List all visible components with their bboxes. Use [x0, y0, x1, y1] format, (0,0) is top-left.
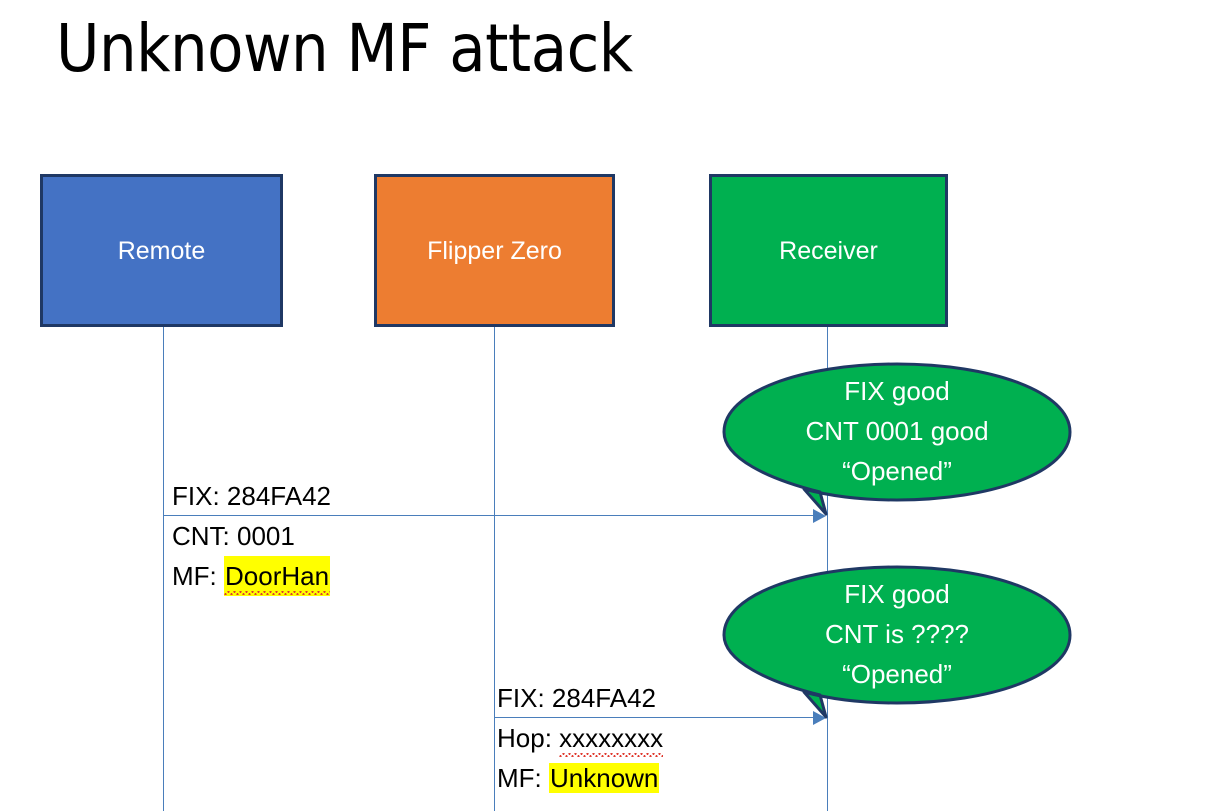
- message-line-label: MF:: [497, 763, 542, 793]
- message-line-value: 284FA42: [226, 481, 331, 511]
- actor-box-receiver[interactable]: Receiver: [709, 174, 948, 327]
- speech-bubble-2[interactable]: FIX good CNT is ???? “Opened”: [722, 565, 1072, 720]
- actor-label-flipper: Flipper Zero: [427, 236, 562, 265]
- message-arrow-line-1: [163, 515, 815, 516]
- message-line: MF: Unknown: [497, 758, 663, 798]
- message-line-value-highlighted: Unknown: [549, 763, 660, 793]
- message-line: CNT: 0001: [172, 516, 331, 556]
- actor-box-remote[interactable]: Remote: [40, 174, 283, 327]
- page-title: Unknown MF attack: [56, 10, 633, 87]
- lifeline-remote: [163, 327, 164, 811]
- actor-label-remote: Remote: [117, 236, 206, 265]
- message-line-value: xxxxxxxx: [559, 718, 664, 758]
- speech-bubble-shape-icon: [722, 362, 1072, 516]
- message-line: Hop: xxxxxxxx: [497, 718, 664, 758]
- message-text-2: FIX: 284FA42 Hop: xxxxxxxx MF: Unknown: [497, 678, 664, 798]
- message-line-value: 0001: [237, 521, 295, 551]
- actor-box-flipper[interactable]: Flipper Zero: [374, 174, 615, 327]
- message-text-1: FIX: 284FA42 CNT: 0001 MF: DoorHan: [172, 476, 331, 596]
- message-line-label: CNT:: [172, 521, 230, 551]
- message-line: MF: DoorHan: [172, 556, 331, 596]
- message-line: FIX: 284FA42: [172, 476, 331, 516]
- message-line-label: FIX:: [497, 683, 545, 713]
- speech-bubble-shape-icon: [722, 565, 1072, 719]
- message-arrow-line-2: [494, 717, 815, 718]
- message-line-value: 284FA42: [551, 683, 656, 713]
- message-line-value-highlighted: DoorHan: [224, 556, 331, 596]
- message-line: FIX: 284FA42: [497, 678, 663, 718]
- lifeline-flipper: [494, 327, 495, 811]
- actor-label-receiver: Receiver: [779, 236, 878, 265]
- lifeline-receiver: [827, 327, 828, 811]
- message-line-label: FIX:: [172, 481, 220, 511]
- message-line-label: MF:: [172, 561, 217, 591]
- speech-bubble-1[interactable]: FIX good CNT 0001 good “Opened”: [722, 362, 1072, 517]
- message-line-label: Hop:: [497, 723, 552, 753]
